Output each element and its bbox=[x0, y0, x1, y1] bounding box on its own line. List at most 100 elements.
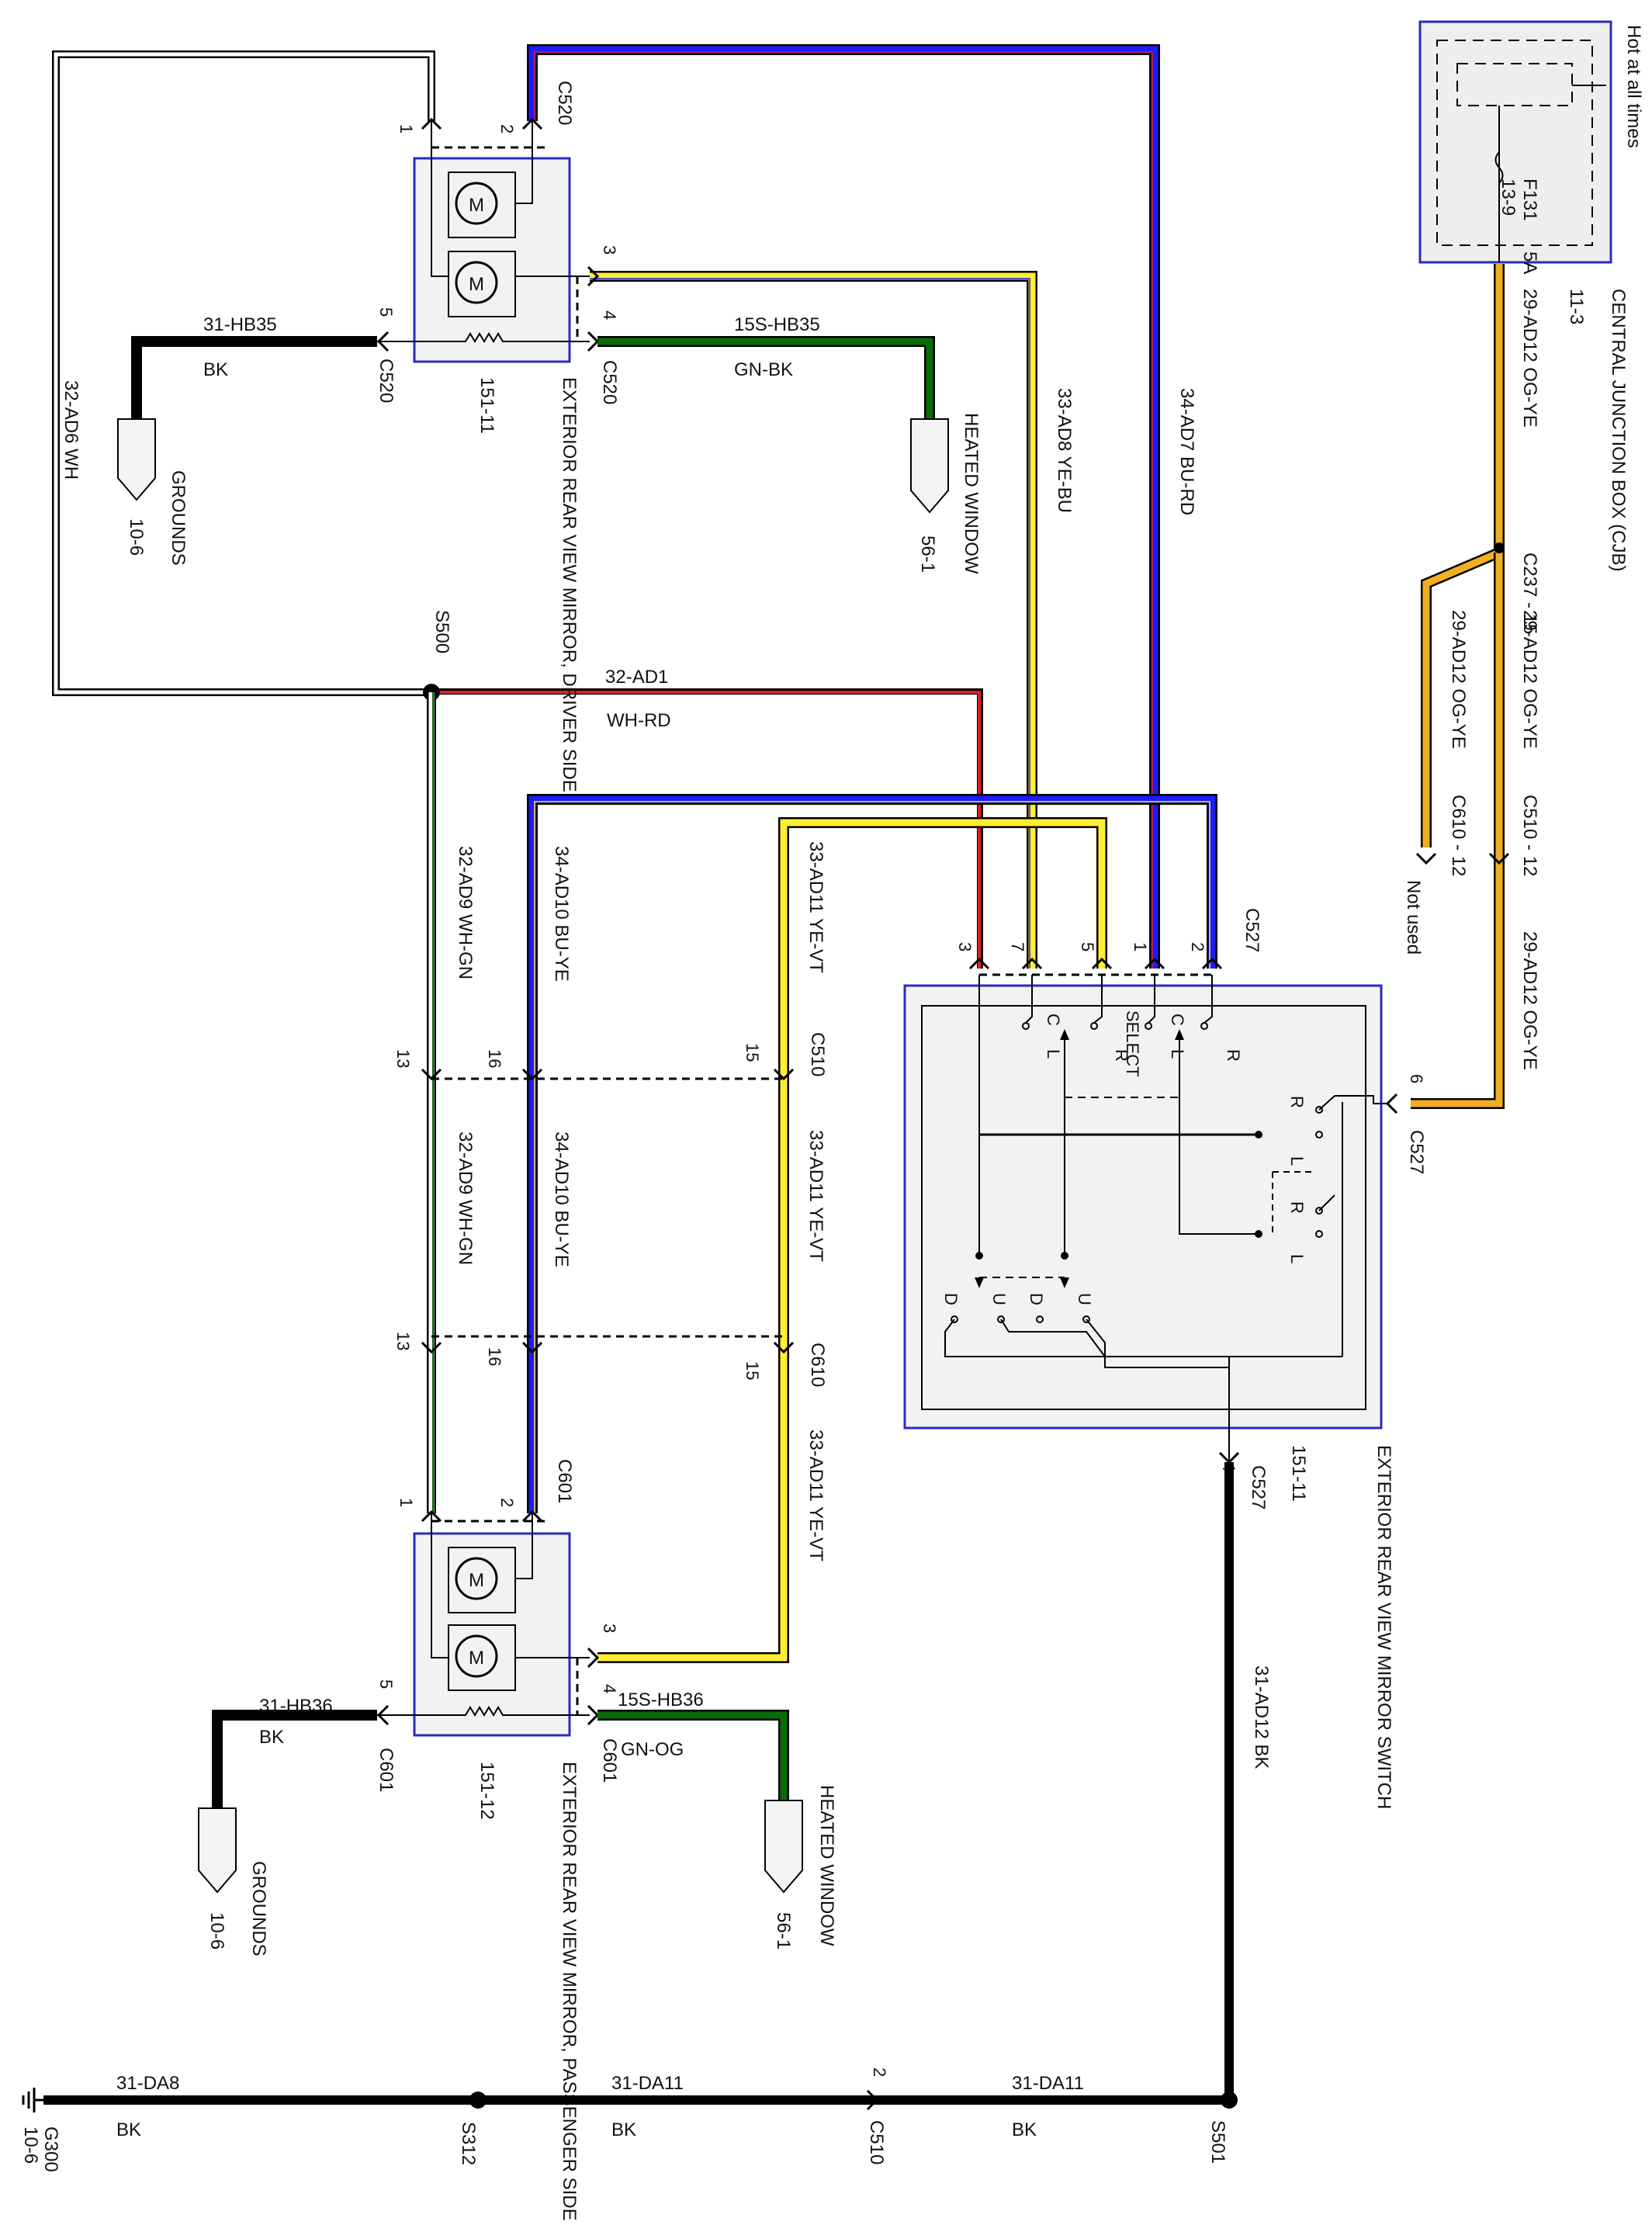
motor-letter: M bbox=[469, 1648, 484, 1669]
ad9-mid-label: 32-AD9 WH-GN bbox=[455, 1132, 476, 1265]
heated-window-ref-icon bbox=[910, 418, 949, 514]
connector-arrow-icon bbox=[866, 2089, 879, 2111]
c601-top-label: C601 bbox=[554, 1459, 575, 1503]
c610-label: C610 bbox=[807, 1343, 828, 1387]
sw-label-c2: C bbox=[1168, 1014, 1187, 1026]
grounds-page-2: 10-6 bbox=[206, 1912, 227, 1949]
c527-bottom-label: C527 bbox=[1248, 1465, 1269, 1509]
wh-rd-id: 32-AD1 bbox=[605, 667, 668, 688]
dm-pin-3: 3 bbox=[600, 245, 619, 255]
connector-arrow-icon bbox=[421, 117, 442, 130]
hb36s-id: 15S-HB36 bbox=[618, 1690, 704, 1710]
ground-ref-icon bbox=[198, 1807, 237, 1894]
og-branch-label: 29-AD12 OG-YE bbox=[1519, 610, 1540, 749]
sw-pin-3: 3 bbox=[955, 942, 975, 951]
hb35-ground: 31-HB35 BK GROUNDS 10-6 bbox=[117, 314, 377, 566]
passenger-mirror: M M 1 2 3 4 5 C601 C601 C601 EXTERIOR RE… bbox=[376, 1459, 620, 2221]
da11a-color: BK bbox=[611, 2119, 636, 2140]
driver-mirror: M M 1 2 3 4 5 C520 C520 C520 EXTERIOR RE… bbox=[376, 81, 620, 792]
not-used-label: Not used bbox=[1403, 880, 1424, 955]
wh-wire: 32-AD6 WH bbox=[52, 50, 435, 696]
hb35s-heated: 15S-HB35 GN-BK HEATED WINDOW 56-1 bbox=[597, 314, 982, 574]
connector-arrow-icon bbox=[376, 331, 390, 352]
c527-right-label: C527 bbox=[1406, 1130, 1427, 1174]
switch-name: EXTERIOR REAR VIEW MIRROR SWITCH bbox=[1373, 1445, 1394, 1809]
c610-12-label: C610 - 12 bbox=[1448, 795, 1469, 876]
c510-12-label: C510 - 12 bbox=[1519, 795, 1540, 876]
c520-right-label: C520 bbox=[599, 360, 620, 404]
da8-id: 31-DA8 bbox=[116, 2073, 179, 2094]
c510-label: C510 bbox=[807, 1032, 828, 1076]
ad12-bk-label: 31-AD12 BK bbox=[1251, 1665, 1272, 1769]
hot-label: Hot at all times bbox=[1623, 25, 1644, 148]
passenger-mirror-page: 151-12 bbox=[476, 1762, 497, 1820]
sw-label-d1: D bbox=[941, 1293, 961, 1305]
c601-right-label: C601 bbox=[599, 1738, 620, 1783]
connector-arrow-icon bbox=[1385, 1093, 1398, 1114]
sw-label-l3: L bbox=[1287, 1156, 1307, 1166]
connector-arrow-icon bbox=[521, 1509, 543, 1523]
motor-letter: M bbox=[469, 274, 484, 295]
hb36s-heated: 15S-HB36 GN-OG HEATED WINDOW 56-1 bbox=[597, 1690, 837, 1949]
c237-label: C237 - 15 bbox=[1519, 553, 1540, 634]
sw-pin-5: 5 bbox=[1078, 942, 1097, 951]
motor-icon bbox=[455, 1557, 498, 1600]
sw-label-r2: R bbox=[1224, 1049, 1243, 1062]
dm-pin-4: 4 bbox=[600, 310, 619, 320]
ad11-low-label: 33-AD11 YE-VT bbox=[805, 1430, 826, 1561]
chassis-ground-icon bbox=[22, 2088, 43, 2112]
fuse-icon bbox=[1494, 151, 1504, 184]
hb35-id: 31-HB35 bbox=[203, 314, 277, 335]
og-lower-label: 29-AD12 OG-YE bbox=[1448, 610, 1469, 749]
c510b-pin-2: 2 bbox=[870, 2067, 889, 2077]
ad11-mid-label: 33-AD11 YE-VT bbox=[805, 1130, 826, 1262]
sw-label-l4: L bbox=[1287, 1254, 1307, 1263]
dm-pin-2: 2 bbox=[497, 124, 517, 133]
c510-pin-16: 16 bbox=[485, 1049, 504, 1068]
fuse-amp: 5A bbox=[1519, 251, 1540, 274]
ad10-mid-label: 34-AD10 BU-YE bbox=[551, 1132, 572, 1267]
passenger-mirror-name: EXTERIOR REAR VIEW MIRROR, PASSENGER SID… bbox=[559, 1762, 580, 2221]
heater-element-icon bbox=[377, 332, 590, 343]
heated-name-2: HEATED WINDOW bbox=[816, 1785, 837, 1946]
fuse-page: 13-9 bbox=[1498, 178, 1519, 216]
connector-arrow-icon bbox=[421, 1509, 442, 1523]
sw-label-r3: R bbox=[1287, 1096, 1307, 1108]
hb36-ground: 31-HB36 BK GROUNDS 10-6 bbox=[198, 1696, 377, 1956]
sw-label-l1: L bbox=[1044, 1049, 1063, 1059]
c510-pin-13: 13 bbox=[393, 1049, 413, 1068]
c610-pin-15: 15 bbox=[743, 1361, 762, 1380]
sw-label-r1: R bbox=[1112, 1049, 1131, 1062]
da11b-color: BK bbox=[1012, 2119, 1037, 2140]
sw-label-d2: D bbox=[1027, 1293, 1046, 1305]
c510-bottom-label: C510 bbox=[866, 2120, 887, 2164]
ad10-top-label: 34-AD10 BU-YE bbox=[551, 846, 572, 982]
sw-pin-7: 7 bbox=[1008, 942, 1027, 951]
c610-pin-13: 13 bbox=[393, 1332, 413, 1350]
heated-name-1: HEATED WINDOW bbox=[961, 413, 982, 574]
switch-page: 151-11 bbox=[1288, 1445, 1309, 1502]
c610-pin-16: 16 bbox=[485, 1347, 504, 1366]
g300-page: 10-6 bbox=[20, 2126, 41, 2164]
mirror-switch: 3 7 5 1 2 C527 C L R C L R SELECT bbox=[903, 908, 1394, 1809]
og-ye-wires: 29-AD12 OG-YE C237 - 15 29-AD12 OG-YE 29… bbox=[1385, 264, 1540, 1174]
connector-arrow-icon bbox=[1488, 852, 1510, 865]
sw-label-u2: U bbox=[1075, 1293, 1094, 1305]
bu-ye-wire: 34-AD10 BU-YE 34-AD10 BU-YE bbox=[527, 794, 1217, 1513]
hb35s-id: 15S-HB35 bbox=[734, 314, 820, 335]
heated-page-1: 56-1 bbox=[917, 535, 938, 573]
connector-arrow-icon bbox=[521, 117, 543, 130]
grounds-name-2: GROUNDS bbox=[248, 1861, 269, 1956]
da11a-id: 31-DA11 bbox=[611, 2073, 684, 2094]
motor-icon bbox=[455, 261, 498, 304]
g300-label: G300 bbox=[40, 2126, 61, 2172]
connector-arrow-icon bbox=[587, 265, 600, 287]
wh-rd-wire: 32-AD1 WH-RD bbox=[431, 667, 983, 969]
pm-pin-2: 2 bbox=[497, 1498, 517, 1507]
og-main-label: 29-AD12 OG-YE bbox=[1519, 289, 1540, 428]
wh-rd-color: WH-RD bbox=[607, 710, 671, 731]
c601-left-label: C601 bbox=[376, 1748, 397, 1792]
hb36-color: BK bbox=[259, 1727, 284, 1748]
s312-dot bbox=[469, 2092, 487, 2109]
